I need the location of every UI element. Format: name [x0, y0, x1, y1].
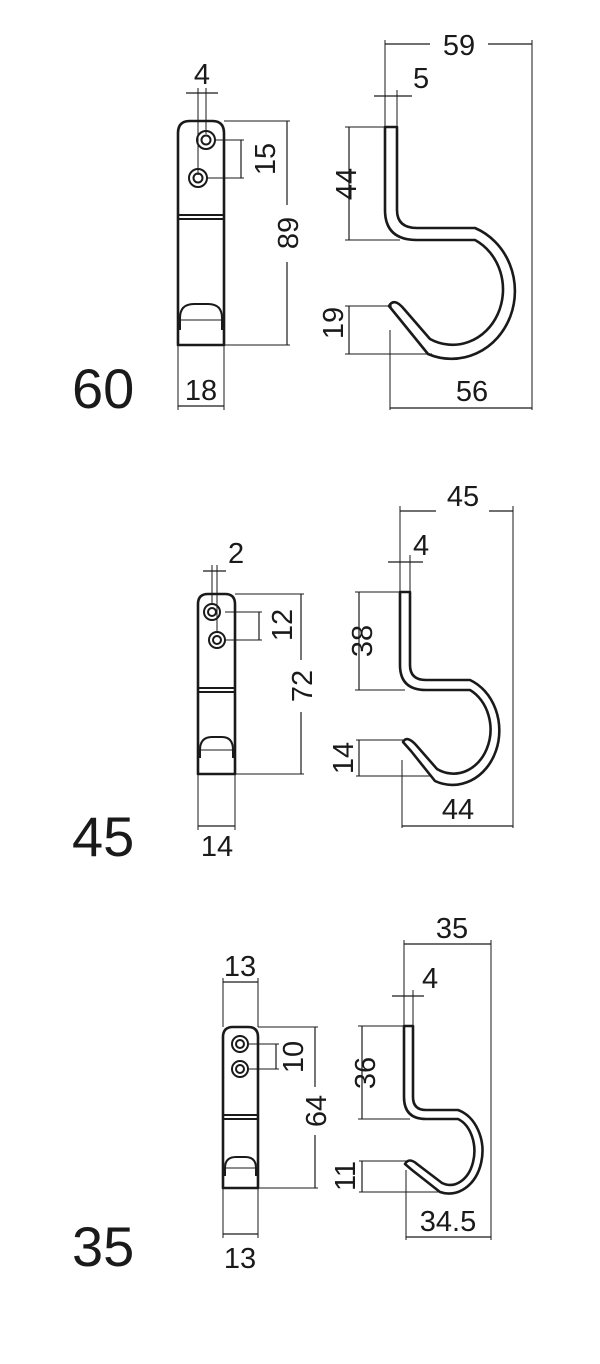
model-35-dim-front-width-bottom: 13: [222, 1188, 259, 1275]
model-35-dim-bottom-width: 34.5: [405, 1170, 491, 1240]
model-45-dim-front-height: 72: [235, 593, 319, 775]
model-45-dim-45: 45: [447, 481, 479, 513]
model-60-dim-59: 59: [443, 30, 475, 62]
model-60-dim-5: 5: [413, 63, 429, 95]
model-45-dim-top-leg: 38: [347, 591, 405, 691]
model-45-screw-top: [203, 603, 221, 621]
model-45-dim-screw-offset: 2: [203, 538, 244, 632]
model-35-dim-13-bottom: 13: [224, 1243, 256, 1275]
model-45-dim-front-width: 14: [197, 774, 236, 863]
model-35-dim-34-5: 34.5: [420, 1206, 476, 1238]
model-60-dim-19: 19: [318, 307, 350, 339]
model-35-label: 35: [72, 1215, 134, 1278]
model-35-dim-front-width-top: 13: [222, 951, 259, 1027]
model-45-dim-wire: 4: [388, 530, 429, 592]
model-35-screw-bottom: [231, 1060, 249, 1078]
model-45-dim-tip: 14: [328, 739, 430, 777]
model-60-label: 60: [72, 357, 134, 420]
model-45-dim-2: 2: [228, 538, 244, 570]
model-35-dim-10: 10: [278, 1041, 310, 1073]
model-60-front-view: [176, 119, 226, 347]
model-45-dim-screw-pitch: 12: [225, 609, 299, 641]
model-35-dim-front-height: 64: [258, 1026, 333, 1189]
model-45-dim-44: 44: [442, 794, 474, 826]
model-45-side-view-hook: [398, 590, 501, 787]
model-35-dim-4: 4: [422, 963, 438, 995]
model-35-dim-64: 64: [301, 1095, 333, 1127]
model-35-dim-36: 36: [350, 1057, 382, 1089]
model-60-dim-wire: 5: [374, 63, 429, 127]
model-60-dim-4: 4: [194, 59, 210, 91]
model-60-dim-56: 56: [456, 376, 488, 408]
model-35-dim-overall-width: 35: [403, 913, 492, 1240]
model-60-dim-front-width: 18: [177, 345, 225, 410]
model-35-dim-top-leg: 36: [350, 1025, 410, 1120]
model-35-dim-tip: 11: [330, 1160, 442, 1193]
model-60-group: 60 4: [72, 30, 533, 420]
model-45-dim-4: 4: [413, 530, 429, 562]
model-60-dim-top-leg: 44: [331, 126, 400, 241]
model-45-dim-72: 72: [287, 670, 319, 702]
model-60-dim-89: 89: [273, 217, 305, 249]
model-60-dim-44: 44: [331, 168, 363, 200]
model-60-dim-overall-width: 59: [384, 30, 533, 410]
model-45-label: 45: [72, 805, 134, 868]
model-35-dim-wire: 4: [392, 963, 438, 1026]
model-35-dim-screw-pitch: 10: [248, 1041, 310, 1073]
model-45-dim-bottom-width: 44: [401, 760, 513, 828]
model-45-dim-38: 38: [347, 625, 379, 657]
model-35-dim-11: 11: [330, 1161, 362, 1191]
model-45-dim-14-tip: 14: [328, 742, 360, 774]
model-60-side-view-hook: [383, 125, 517, 361]
model-35-screw-top: [231, 1035, 249, 1053]
model-60-dim-front-height: 89: [224, 120, 305, 346]
model-45-screw-bottom: [208, 631, 226, 649]
model-35-dim-13-top: 13: [224, 951, 256, 983]
model-35-group: 35 13 10: [72, 913, 492, 1278]
model-45-dim-12: 12: [267, 609, 299, 641]
model-60-dim-15: 15: [250, 143, 282, 175]
model-60-dim-bottom-width: 56: [389, 330, 532, 410]
model-60-dim-18: 18: [185, 375, 217, 407]
model-45-group: 45 2 12: [72, 481, 514, 868]
model-35-front-view: [221, 1025, 260, 1190]
model-45-dim-14: 14: [201, 831, 233, 863]
model-60-dim-screw-pitch: 15: [206, 139, 282, 179]
model-60-dim-screw-offset: 4: [186, 59, 218, 175]
model-60-dim-tip: 19: [318, 305, 432, 355]
model-35-side-view-hook: [402, 1024, 484, 1195]
model-45-dim-overall-width: 45: [399, 481, 514, 828]
model-35-dim-35: 35: [436, 913, 468, 945]
